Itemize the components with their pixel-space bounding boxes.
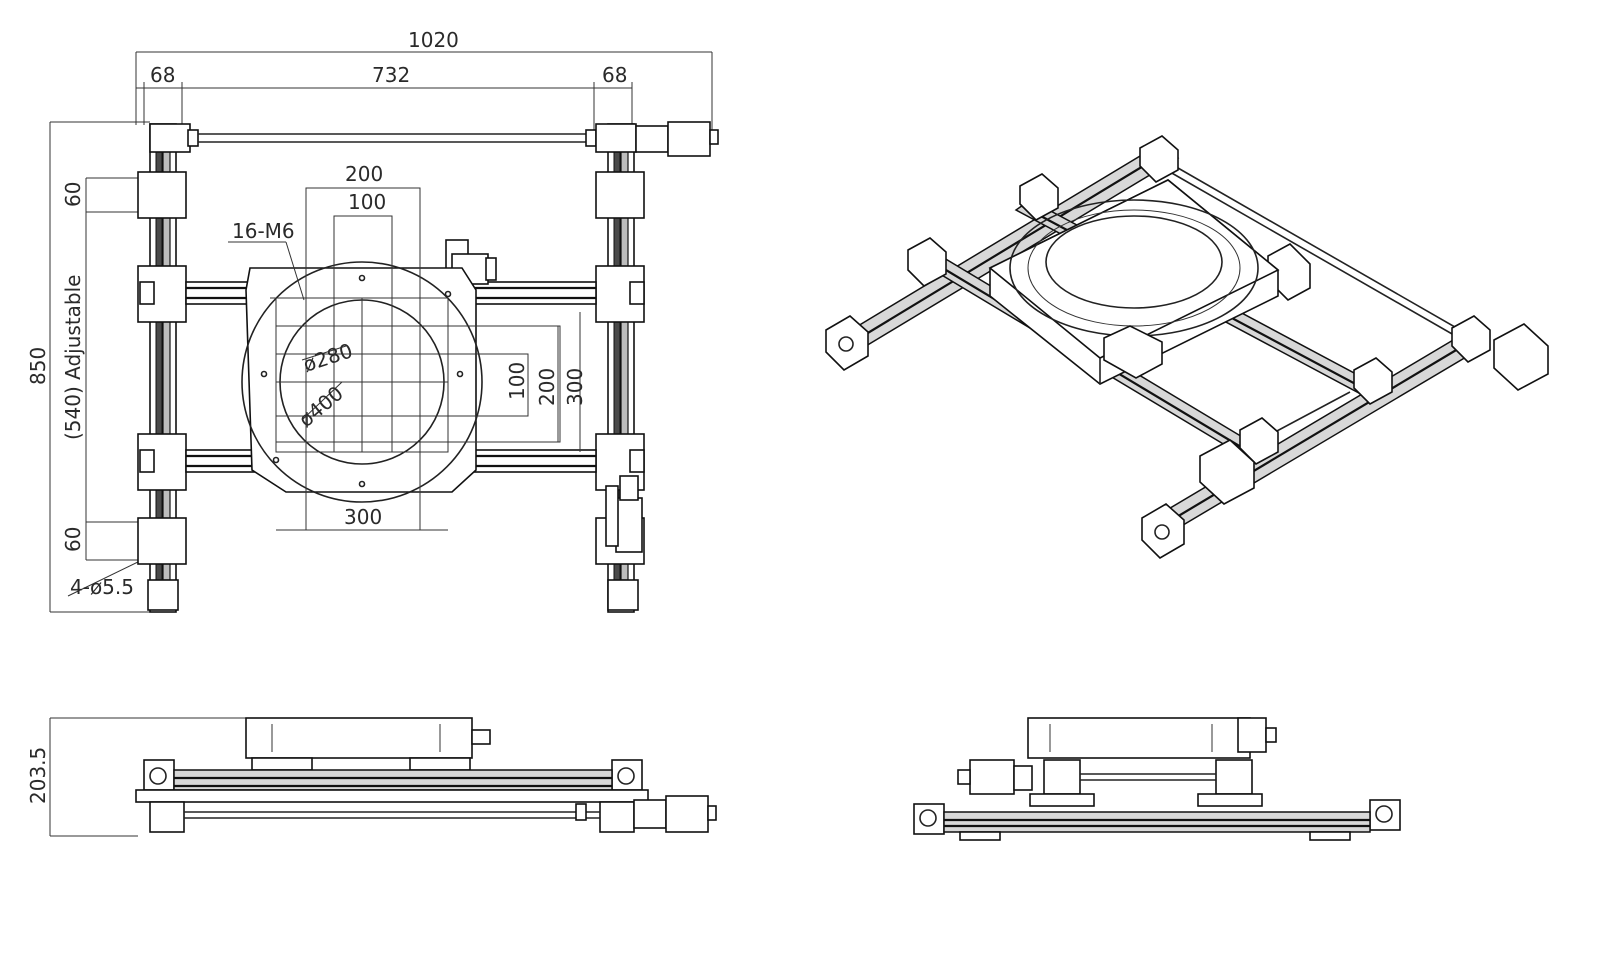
dim-inner-span: 732 (372, 63, 410, 87)
top-dimension-lines (135, 51, 713, 140)
side-view-right (913, 717, 1401, 841)
dim-right-300: 300 (563, 368, 587, 406)
top-view: 1020 68 732 68 850 (540) Adjustable 60 6… (26, 28, 719, 613)
iso-end-blocks (825, 135, 1491, 560)
iso-rotary-table (988, 179, 1280, 385)
isometric-view (825, 135, 1549, 560)
dim-grid-100: 100 (348, 190, 386, 214)
grid-dimension-lines (228, 187, 581, 531)
lower-right-motor (605, 475, 643, 553)
side-view-left: 203.5 (26, 717, 717, 837)
dim-bottom-300: 300 (344, 505, 382, 529)
dim-top-offset: 60 (61, 182, 85, 207)
dim-grid-200: 200 (345, 162, 383, 186)
top-drive-shaft (149, 121, 719, 157)
dim-holes: 4-ø5.5 (70, 575, 134, 599)
left-dimension-lines (49, 121, 150, 613)
dim-overall-height: 850 (26, 347, 50, 385)
dim-right-100: 100 (505, 362, 529, 400)
left-vertical-rail (137, 123, 187, 613)
dim-right-margin: 68 (602, 63, 627, 87)
side-dimension-lines (49, 717, 246, 837)
dim-adjustable: (540) Adjustable (61, 275, 85, 440)
dim-right-200: 200 (535, 368, 559, 406)
dim-tapped-holes: 16-M6 (232, 219, 295, 243)
dim-side-height: 203.5 (26, 747, 50, 804)
dim-overall-width: 1020 (408, 28, 459, 52)
dim-bottom-offset: 60 (61, 527, 85, 552)
dim-left-margin: 68 (150, 63, 175, 87)
